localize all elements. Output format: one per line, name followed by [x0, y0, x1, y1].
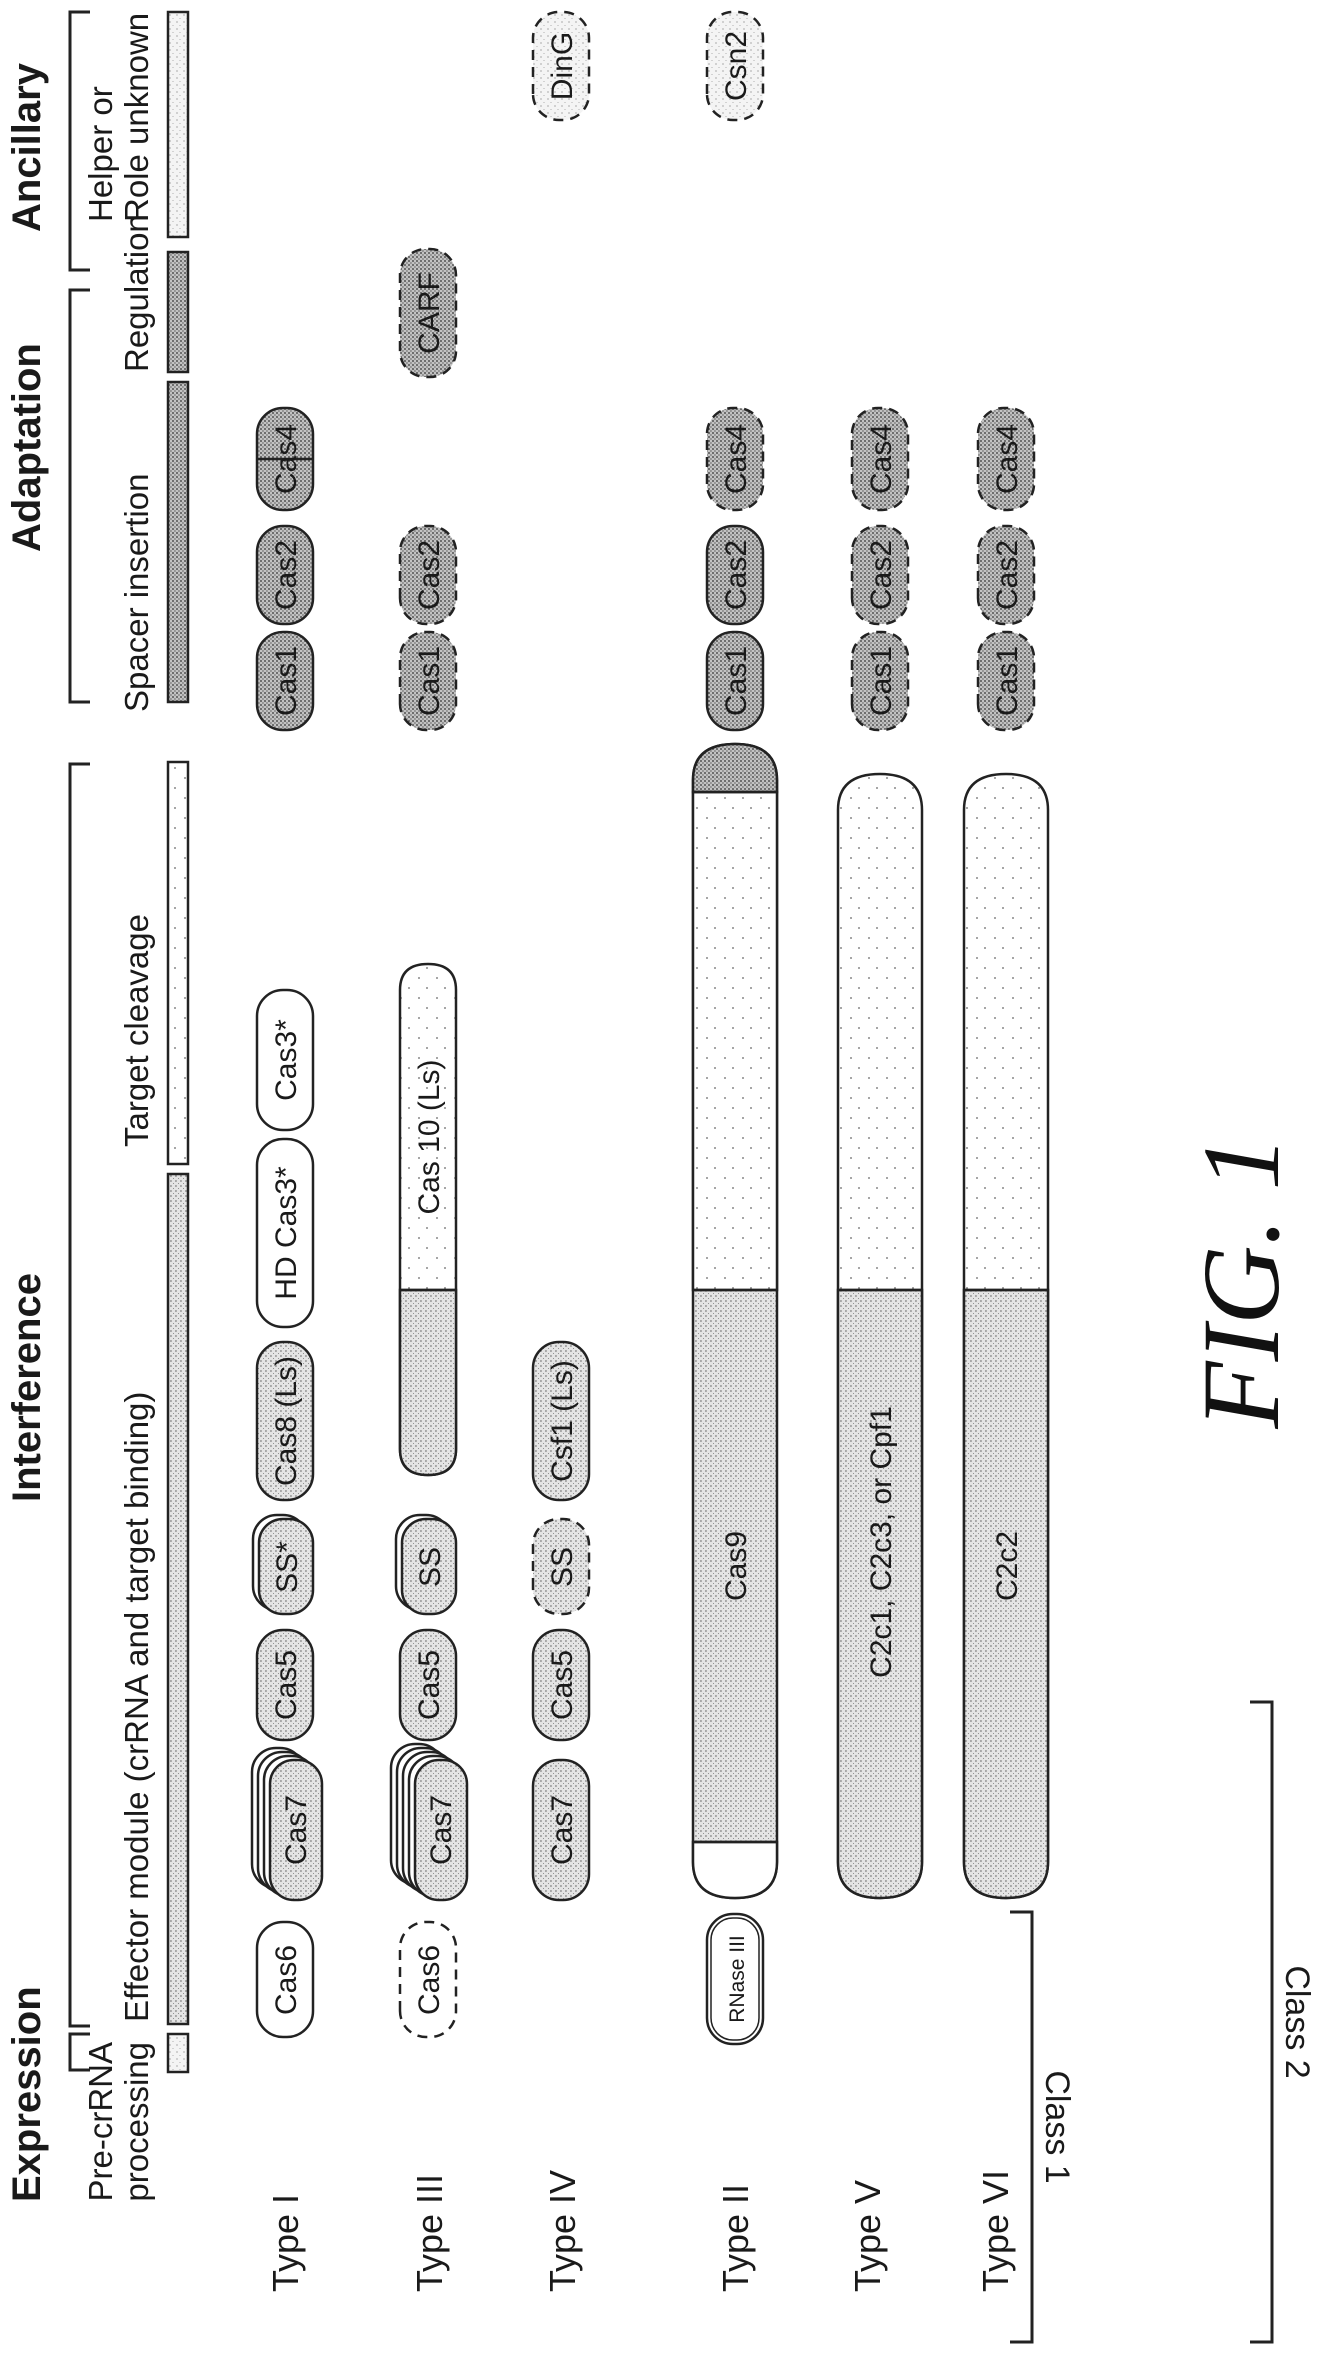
legend-bar-target: [168, 762, 188, 1164]
category-brackets: [70, 12, 90, 2070]
type6-label: Type VI: [975, 2170, 1016, 2292]
type6-cas2-label: Cas2: [991, 540, 1024, 610]
type2-csn2-label: Csn2: [720, 31, 753, 101]
type5-cas2-label: Cas2: [865, 540, 898, 610]
type4-cas5-label: Cas5: [546, 1650, 579, 1720]
type3-cas6-label: Cas6: [413, 1945, 446, 2015]
type1-label: Type I: [265, 2194, 306, 2292]
type2-cas9-label: Cas9: [720, 1531, 753, 1601]
type3-cas5-label: Cas5: [413, 1650, 446, 1720]
type6-c2c2-label: C2c2: [991, 1531, 1024, 1601]
legend-bar-precrrna: [168, 2034, 188, 2072]
type6-row: C2c2 Cas1 Cas2 Cas4: [964, 408, 1048, 1898]
type2-cas9-target-part: [693, 792, 777, 1290]
legend-bar-regulation: [168, 252, 188, 372]
type2-cas1-label: Cas1: [720, 646, 753, 716]
legend-bar-helper: [168, 12, 188, 237]
type1-cas3-label: Cas3*: [270, 1019, 303, 1101]
interference-bracket: [70, 764, 90, 2026]
type1-cas8-label: Cas8 (Ls): [270, 1356, 303, 1486]
type3-cas7-label: Cas7: [425, 1795, 458, 1865]
type2-rnase-label: RNase III: [726, 1935, 749, 2023]
type6-cas4-label: Cas4: [991, 424, 1024, 494]
type4-ss-label: SS: [546, 1547, 579, 1587]
type3-carf-label: CARF: [413, 272, 446, 354]
legend-bars: [168, 12, 188, 2072]
legend-regulation: Regulation: [118, 214, 155, 372]
legend-effector: Effector module (crRNA and target bindin…: [118, 1392, 155, 2022]
legend-helper-line2: Role unknown: [118, 13, 155, 222]
legend-precrrna-line2: processing: [118, 2042, 155, 2202]
type1-cas7-label: Cas7: [280, 1795, 313, 1865]
legend-spacer: Spacer insertion: [118, 474, 155, 712]
type4-csf1-label: Csf1 (Ls): [546, 1360, 579, 1482]
type5-cas4-label: Cas4: [865, 424, 898, 494]
type1-hdcas3-label: HD Cas3*: [270, 1166, 303, 1300]
class1-label: Class 1: [1038, 2070, 1076, 2183]
type1-ss-label: SS*: [271, 1541, 304, 1593]
type6-cas1-label: Cas1: [991, 646, 1024, 716]
type3-cas10-effector-part: [400, 1290, 456, 1475]
adaptation-bracket: [70, 290, 90, 702]
type3-cas1-label: Cas1: [413, 646, 446, 716]
type4-ding-label: DinG: [546, 32, 579, 100]
type5-label: Type V: [847, 2180, 888, 2292]
type2-row: RNase III Cas9 Cas1 Cas2 Cas4 Csn2: [693, 12, 777, 2044]
class2-bracket: [1250, 1702, 1272, 2342]
legend-precrrna-line1: Pre-crRNA: [82, 2042, 119, 2202]
type1-cas5-label: Cas5: [270, 1650, 303, 1720]
type5-row: C2c1, C2c3, or Cpf1 Cas1 Cas2 Cas4: [838, 408, 922, 1898]
legend-helper-line1: Helper or: [82, 86, 119, 222]
type3-row: Cas6 Cas7 Cas5 SS Cas 10 (Ls) Cas1 Cas2 …: [391, 249, 467, 2037]
type3-cas10-label: Cas 10 (Ls): [413, 1059, 446, 1214]
type1-cas2-label: Cas2: [270, 540, 303, 610]
type2-cas9-spacer-part: [693, 744, 777, 792]
class2-label: Class 2: [1278, 1965, 1316, 2078]
type4-row: Cas7 Cas5 SS Csf1 (Ls) DinG: [533, 12, 589, 1900]
type2-cas2-label: Cas2: [720, 540, 753, 610]
interference-heading: Interference: [5, 1273, 49, 1502]
type2-label: Type II: [715, 2184, 756, 2292]
type1-cas6-label: Cas6: [270, 1945, 303, 2015]
type3-label: Type III: [409, 2174, 450, 2292]
type3-ss-label: SS: [414, 1547, 447, 1587]
legend-bar-spacer: [168, 382, 188, 702]
type1-cas1-label: Cas1: [270, 646, 303, 716]
type1-cas4-label: Cas4: [270, 424, 303, 494]
type1-row: Cas6 Cas7 Cas5 SS* Cas8 (Ls) HD Cas3* Ca…: [252, 408, 322, 2037]
type2-cas4-label: Cas4: [720, 424, 753, 494]
figure-caption: FIG. 1: [1180, 1135, 1302, 1429]
ancillary-heading: Ancillary: [5, 62, 49, 232]
type4-label: Type IV: [542, 2170, 583, 2292]
type5-c2c1-label: C2c1, C2c3, or Cpf1: [865, 1406, 898, 1678]
type2-cas9-rnase-part: [693, 1842, 777, 1898]
type4-cas7-label: Cas7: [546, 1795, 579, 1865]
adaptation-heading: Adaptation: [5, 343, 49, 552]
type5-cas1-label: Cas1: [865, 646, 898, 716]
type3-cas2-label: Cas2: [413, 540, 446, 610]
legend-target: Target cleavage: [118, 914, 155, 1147]
expression-heading: Expression: [5, 1986, 49, 2202]
legend-bar-effector: [168, 1174, 188, 2024]
